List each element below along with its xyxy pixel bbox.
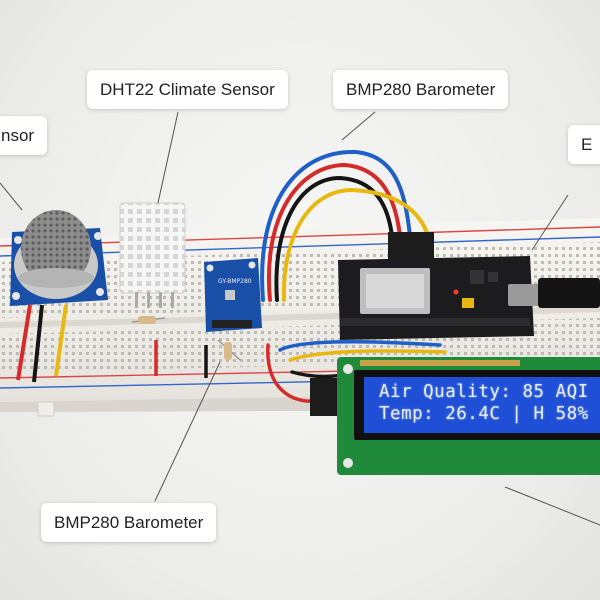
gas-sensor: [10, 210, 108, 383]
dht22-sensor: [119, 202, 186, 308]
lcd-line-1: Air Quality: 85 AQI: [379, 382, 589, 402]
svg-text:GY-BMP280: GY-BMP280: [218, 278, 252, 285]
bmp280-callout-top: BMP280 Barometer: [333, 70, 509, 109]
esp32-callout: E: [568, 125, 600, 164]
callout-leader-lines: [0, 111, 600, 526]
jumper-wires-lcd: [266, 339, 447, 416]
resistors: [131, 316, 241, 378]
esp32-board: [338, 256, 600, 340]
dht22-callout: DHT22 Climate Sensor: [87, 70, 288, 109]
bmp280-board: GY-BMP280: [204, 258, 262, 332]
lcd-module: [337, 357, 600, 475]
lcd-line-2: Temp: 26.4C | H 58%: [379, 404, 589, 424]
gas-sensor-callout: nsor: [0, 116, 48, 155]
bmp280-callout-bottom: BMP280 Barometer: [41, 503, 217, 542]
